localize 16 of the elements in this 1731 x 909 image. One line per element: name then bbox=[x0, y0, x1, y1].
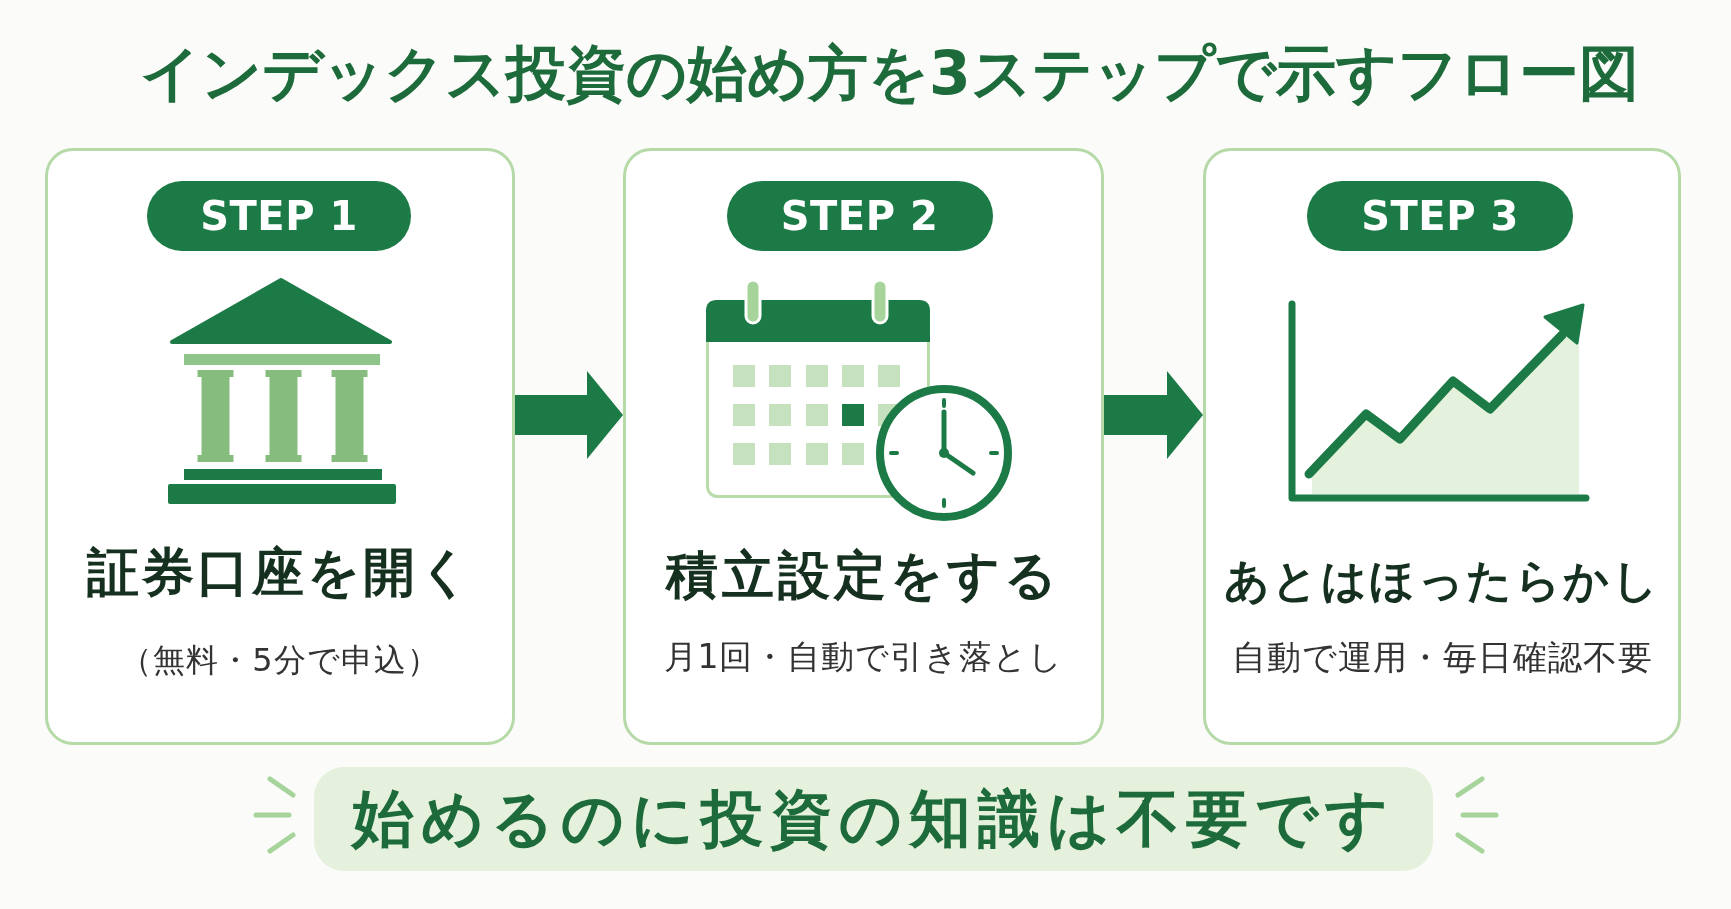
step-badge: STEP 1 bbox=[147, 181, 411, 251]
step-badge: STEP 3 bbox=[1307, 181, 1573, 251]
step-card bbox=[623, 148, 1104, 745]
step-heading: 積立設定をする bbox=[666, 543, 1061, 607]
message-banner: 始めるのに投資の知識は不要です bbox=[314, 767, 1433, 871]
step-description: （無料・5分で申込） bbox=[120, 640, 440, 680]
step-heading: あとはほったらかし bbox=[1223, 554, 1661, 608]
step-card bbox=[45, 148, 515, 745]
title: インデックス投資の始め方を3ステップで示すフロー図 bbox=[140, 38, 1639, 108]
step-description: 月1回・自動で引き落とし bbox=[663, 636, 1064, 678]
step-heading: 証券口座を開く bbox=[86, 540, 474, 604]
arrow bbox=[1104, 371, 1203, 459]
step-card bbox=[1203, 148, 1681, 745]
arrow bbox=[515, 371, 623, 459]
step-badge: STEP 2 bbox=[726, 181, 993, 251]
step-description: 自動で運用・毎日確認不要 bbox=[1231, 635, 1653, 679]
